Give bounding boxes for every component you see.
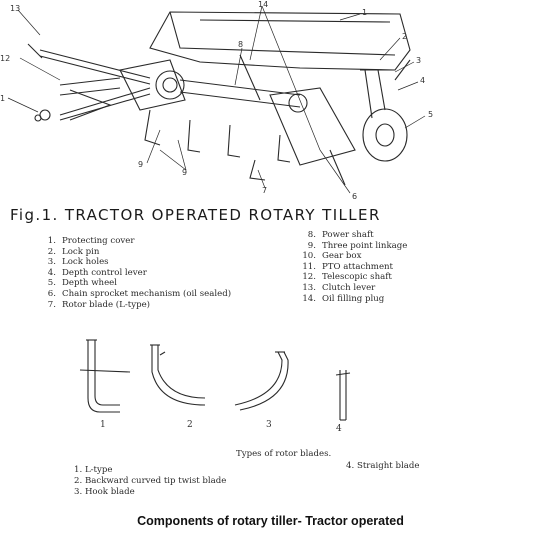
figure-caption: Components of rotary tiller- Tractor ope… bbox=[137, 514, 404, 528]
blade-hook bbox=[234, 351, 289, 411]
blade-number-4: 4 bbox=[336, 424, 342, 434]
legend-item: 9.Three point linkage bbox=[307, 240, 408, 251]
legend-item: 12.Telescopic shaft bbox=[302, 272, 392, 283]
legend-item: 4.Depth control lever bbox=[47, 267, 147, 278]
blade-number-1: 1 bbox=[100, 420, 106, 430]
blade-number-2: 2 bbox=[187, 420, 193, 430]
legend-item: 6.Chain sprocket mechanism (oil sealed) bbox=[47, 288, 232, 299]
legend-left: 1.Protecting cover 2.Lock pin 3.Lock hol… bbox=[40, 236, 231, 310]
legend-item: 7.Rotor blade (L-type) bbox=[47, 299, 151, 310]
legend-item: 8.Power shaft bbox=[307, 230, 374, 240]
blade-type-2: 2. Backward curved tip twist blade bbox=[74, 476, 227, 486]
depth-wheel bbox=[360, 59, 411, 162]
legend-item: 5.Depth wheel bbox=[47, 278, 118, 289]
blade-type-4: 4. Straight blade bbox=[346, 461, 420, 471]
callout-14: 14 bbox=[258, 0, 269, 9]
callout-8: 8 bbox=[238, 40, 244, 49]
legend-item: 11.PTO attachment bbox=[302, 261, 394, 272]
callout-3: 3 bbox=[416, 56, 422, 65]
callout-1: 1 bbox=[362, 8, 368, 17]
legend-item: 3.Lock holes bbox=[47, 257, 109, 268]
blade-l-type bbox=[79, 339, 131, 413]
callout-12: 12 bbox=[0, 54, 11, 63]
callout-5: 5 bbox=[428, 110, 434, 119]
callout-leaders bbox=[7, 5, 426, 194]
legend-item: 10.Gear box bbox=[302, 251, 362, 262]
callout-1b: 1 bbox=[0, 94, 6, 103]
callout-13: 13 bbox=[10, 4, 21, 13]
callout-7: 7 bbox=[262, 186, 268, 195]
blade-types-title: Types of rotor blades. bbox=[236, 449, 332, 459]
callout-4: 4 bbox=[420, 76, 426, 85]
legend-right: 8.Power shaft 9.Three point linkage 10.G… bbox=[300, 230, 407, 304]
callout-10: 9 bbox=[138, 160, 144, 169]
rotor-blades bbox=[144, 109, 291, 181]
blade-type-1: 1. L-type bbox=[74, 465, 113, 475]
power-shaft bbox=[179, 54, 301, 108]
legend-item: 14.Oil filling plug bbox=[302, 293, 385, 304]
blade-straight bbox=[335, 370, 351, 421]
callout-9: 9 bbox=[182, 168, 188, 177]
blade-type-3: 3. Hook blade bbox=[74, 487, 135, 497]
figure-title: Fig.1. TRACTOR OPERATED ROTARY TILLER bbox=[10, 206, 381, 224]
callout-6: 6 bbox=[352, 192, 358, 201]
callout-2: 2 bbox=[402, 32, 408, 41]
chain-sprocket-housing bbox=[269, 87, 356, 186]
legend-item: 1.Protecting cover bbox=[47, 236, 135, 246]
blade-backward-curved bbox=[150, 344, 206, 406]
gear-box bbox=[59, 59, 186, 111]
protecting-cover bbox=[149, 11, 411, 71]
telescopic-shaft bbox=[27, 43, 151, 122]
blade-number-3: 3 bbox=[266, 420, 272, 430]
legend-item: 13.Clutch lever bbox=[302, 282, 376, 293]
legend-item: 2.Lock pin bbox=[47, 246, 100, 257]
